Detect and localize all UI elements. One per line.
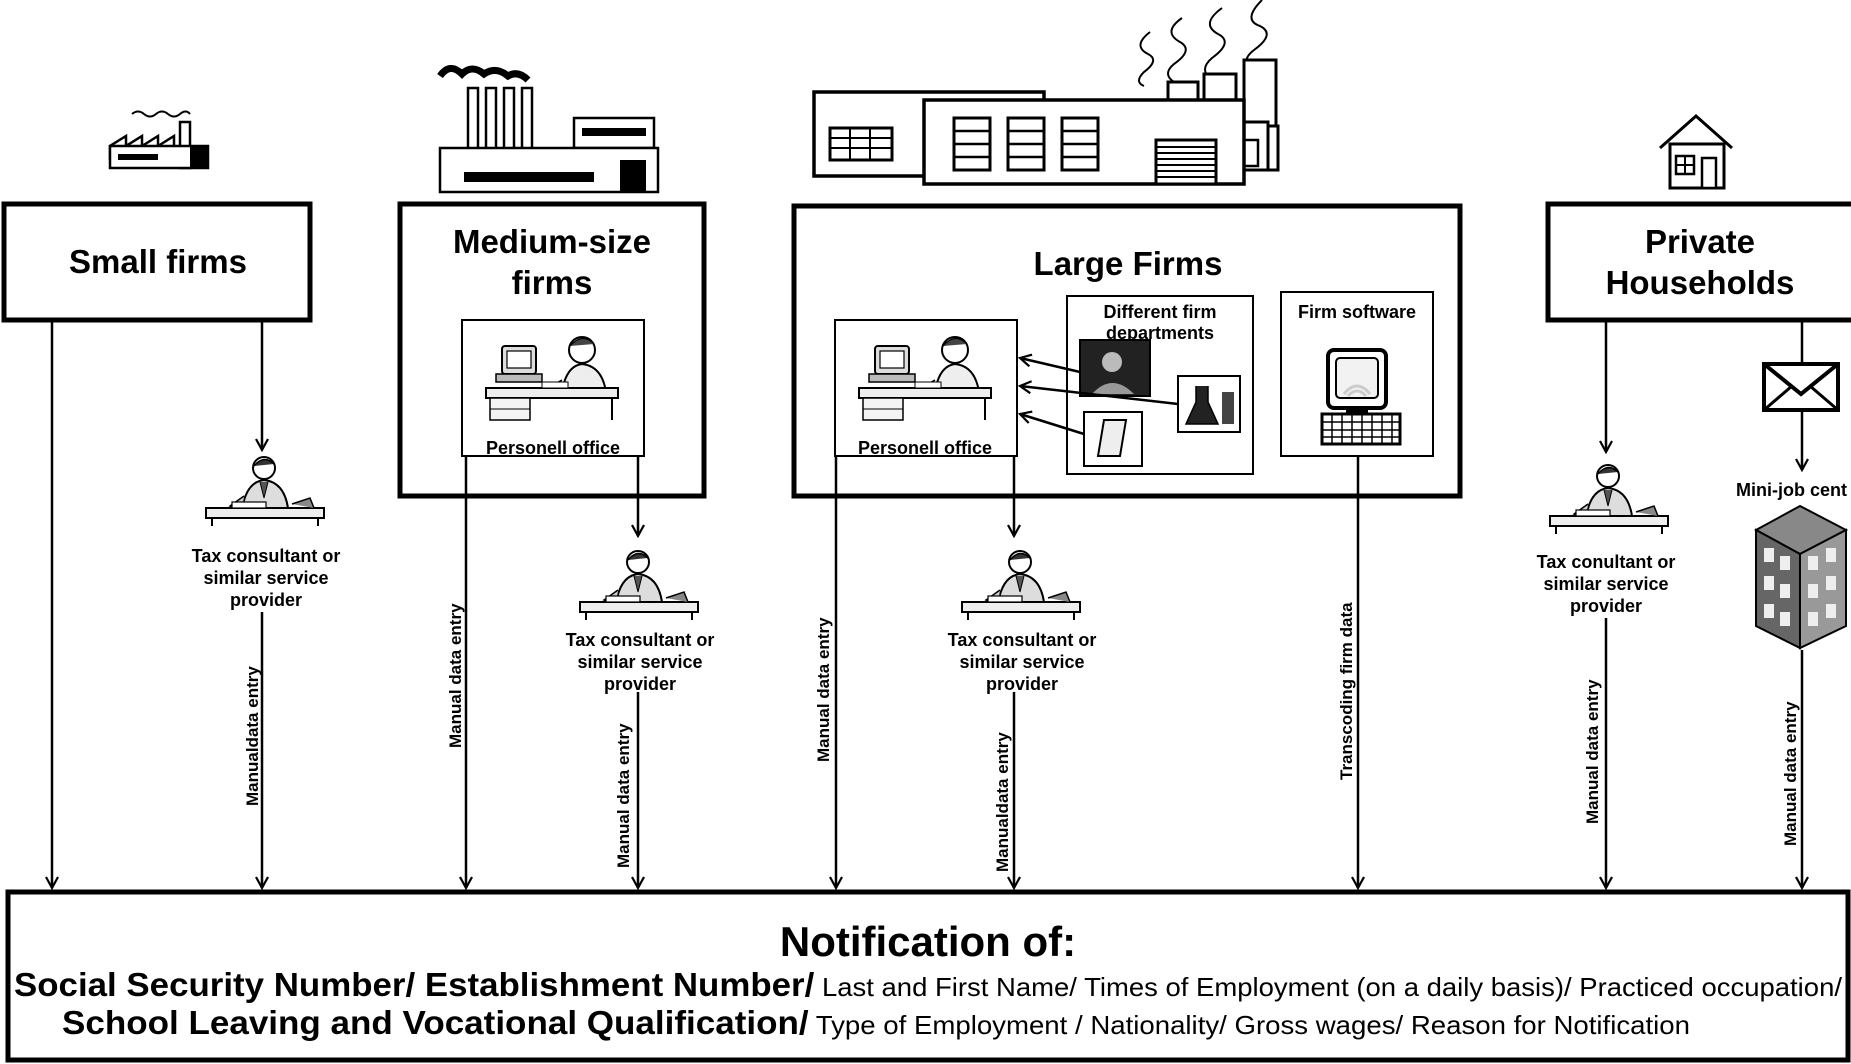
household-consultant-line1: Tax conultant or (1537, 552, 1676, 572)
notification-title: Notification of: (780, 918, 1076, 965)
notification-line2-rest: Type of Employment / Nationality/ Gross … (809, 1010, 1690, 1040)
departments-label-line1: Different firm (1103, 302, 1216, 322)
consultant-icon (961, 550, 1081, 621)
medium-firms-title-line1: Medium-size (453, 223, 651, 260)
medium-office-label: Personell office (486, 438, 620, 458)
lab-flask-icon (1177, 375, 1241, 433)
large-consultant-line3: provider (986, 674, 1058, 694)
edge-label-household-consultant: Manual data entry (1583, 679, 1602, 824)
mini-job-center-label: Mini-job cent (1736, 480, 1847, 500)
edge-label-large-consultant: Manualdata entry (993, 732, 1012, 872)
small-consultant-line3: provider (230, 590, 302, 610)
large-office-label: Personell office (858, 438, 992, 458)
document-icon (1083, 411, 1143, 467)
private-households-box (1545, 201, 1851, 323)
private-households-title-line2: Households (1606, 264, 1795, 301)
medium-firms-title-line2: firms (512, 264, 593, 301)
large-personnel-office: Personell office (834, 319, 1018, 458)
medium-factory-icon (437, 65, 660, 194)
edge-label-large-direct: Manual data entry (814, 617, 833, 762)
private-households-title-line1: Private (1645, 223, 1755, 260)
computer-terminal-icon (1320, 348, 1402, 446)
small-consultant-line1: Tax consultant or (192, 546, 341, 566)
firm-software-box: Firm software (1280, 291, 1434, 457)
consultant-icon (1549, 464, 1669, 535)
notification-line1-rest: Last and First Name/ Times of Employment… (814, 972, 1842, 1002)
notification-line2: School Leaving and Vocational Qualificat… (62, 1004, 1690, 1041)
house-icon (1659, 113, 1733, 190)
notification-line1: Social Security Number/ Establishment Nu… (14, 966, 1843, 1003)
large-firms-title: Large Firms (1034, 245, 1223, 282)
notification-line2-bold: School Leaving and Vocational Qualificat… (62, 1004, 809, 1041)
consultant-icon (205, 456, 325, 527)
small-firms-box (1, 201, 313, 323)
consultant-icon (579, 550, 699, 621)
household-consultant-line3: provider (1570, 596, 1642, 616)
connector-lines (52, 322, 1802, 888)
large-consultant-line2: similar service (959, 652, 1084, 672)
edge-label-medium-consultant: Manual data entry (614, 723, 633, 868)
medium-consultant-line3: provider (604, 674, 676, 694)
firm-departments-box: Different firm departments (1066, 295, 1254, 475)
small-firms-title: Small firms (69, 243, 247, 280)
large-consultant-line1: Tax consultant or (948, 630, 1097, 650)
envelope-icon (1762, 362, 1840, 412)
edge-label-small-consultant: Manualdata entry (243, 666, 262, 806)
department-to-office-arrows (1020, 358, 1179, 436)
small-factory-icon (108, 110, 210, 170)
firm-software-label: Firm software (1298, 302, 1416, 322)
notification-box (5, 889, 1851, 1063)
office-building-icon (1753, 504, 1849, 650)
department-photo-icon (1079, 339, 1151, 397)
household-consultant-line2: similar service (1543, 574, 1668, 594)
edge-label-transcoding: Transcoding firm data (1337, 602, 1356, 780)
small-consultant-line2: similar service (203, 568, 328, 588)
departments-label-line2: departments (1106, 323, 1214, 343)
edge-label-medium-direct: Manual data entry (446, 603, 465, 748)
notification-line1-bold: Social Security Number/ Establishment Nu… (14, 966, 814, 1003)
edge-label-minijob: Manual data entry (1781, 701, 1800, 846)
medium-consultant-line1: Tax consultant or (566, 630, 715, 650)
medium-consultant-line2: similar service (577, 652, 702, 672)
large-factory-icon (812, 0, 1280, 186)
medium-personnel-office: Personell office (461, 319, 645, 458)
